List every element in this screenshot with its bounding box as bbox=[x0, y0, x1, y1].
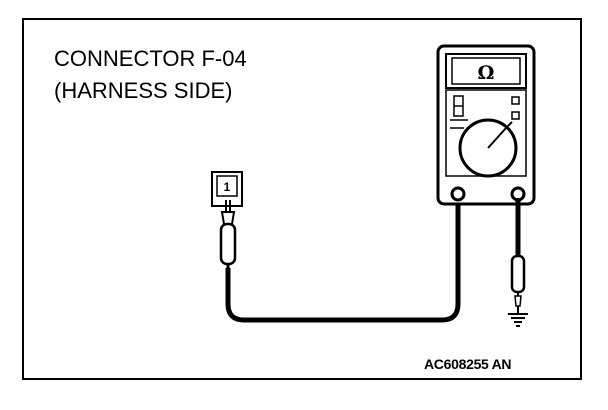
figure-code: AC608255 AN bbox=[424, 356, 512, 372]
multimeter: Ω bbox=[436, 44, 536, 206]
pin-box bbox=[216, 175, 238, 197]
connector-title: CONNECTOR F-04 bbox=[54, 46, 247, 71]
connector-subtitle: (HARNESS SIDE) bbox=[54, 78, 233, 103]
ground-probe-handle bbox=[510, 254, 526, 294]
meter-display bbox=[451, 57, 521, 85]
connector-probe bbox=[219, 200, 237, 270]
meter-jack-left bbox=[450, 186, 466, 202]
ground-icon bbox=[508, 313, 528, 327]
indicator-square bbox=[511, 111, 520, 120]
ohm-icon: Ω bbox=[478, 62, 495, 84]
indicator-square bbox=[511, 96, 520, 105]
connector-terminal: 1 bbox=[211, 171, 243, 207]
test-lead-wire bbox=[225, 196, 461, 323]
pin-number: 1 bbox=[224, 180, 231, 194]
probe-handle bbox=[219, 222, 237, 266]
ground-probe bbox=[510, 198, 526, 314]
diagram-frame bbox=[22, 18, 582, 380]
